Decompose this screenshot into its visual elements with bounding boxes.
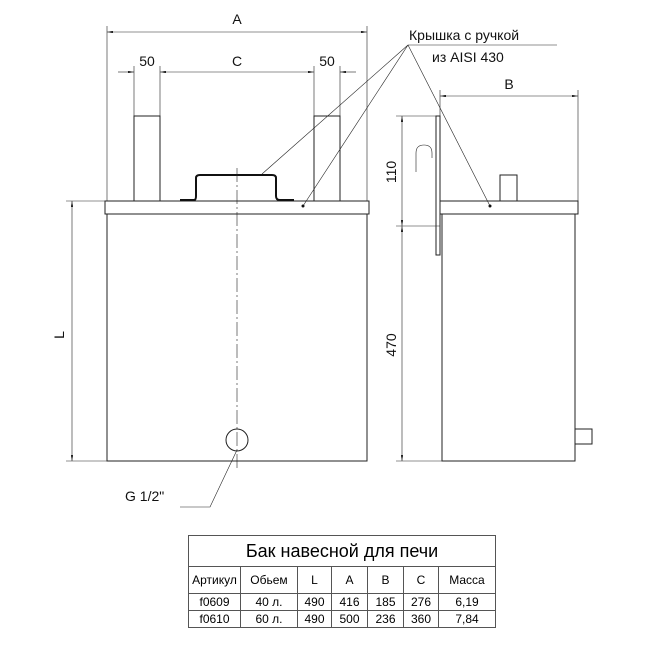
cell: 6,19: [438, 593, 496, 611]
header-cell: C: [403, 566, 439, 594]
dim-L-label: L: [51, 331, 67, 339]
table-title: Бак навесной для печи: [188, 535, 496, 567]
header-cell: B: [367, 566, 404, 594]
table-row: f0609 40 л. 490 416 185 276 6,19: [188, 593, 496, 611]
cell: f0610: [188, 610, 241, 628]
side-lid: [439, 200, 579, 215]
side-lid-handle: [499, 174, 518, 202]
header-cell: A: [331, 566, 368, 594]
left-post: [133, 115, 161, 202]
right-post: [313, 115, 341, 202]
drain-fitting: [225, 428, 249, 452]
side-fitting: [574, 428, 593, 445]
cell: 276: [403, 593, 439, 611]
cell: 60 л.: [240, 610, 298, 628]
lid-handle: [180, 174, 294, 201]
cell: 40 л.: [240, 593, 298, 611]
spec-table: Бак навесной для печи Артикул Обьем L A …: [188, 535, 496, 628]
header-cell: Масса: [438, 566, 496, 594]
cell: 490: [297, 610, 332, 628]
header-cell: Артикул: [188, 566, 241, 594]
cell: 7,84: [438, 610, 496, 628]
cell: 360: [403, 610, 439, 628]
dim-B-label: B: [504, 76, 513, 92]
table-row: f0610 60 л. 490 500 236 360 7,84: [188, 610, 496, 628]
dim-A-label: A: [232, 11, 242, 27]
callout-line1: Крышка с ручкой: [409, 27, 519, 43]
cell: 185: [367, 593, 404, 611]
cell: 500: [331, 610, 368, 628]
callout-line2: из AISI 430: [432, 49, 504, 65]
dim-50-left: 50: [139, 53, 155, 69]
table-header: Артикул Обьем L A B C Масса: [188, 566, 496, 594]
cell: 416: [331, 593, 368, 611]
side-body: [441, 213, 576, 462]
pipe-leader: [180, 449, 238, 508]
dim-110-label: 110: [383, 161, 399, 184]
pipe-label: G 1/2": [125, 488, 164, 504]
side-view: B 110 470: [383, 76, 593, 462]
hook: [415, 144, 433, 172]
dim-50-right: 50: [319, 53, 335, 69]
dim-470-label: 470: [383, 333, 399, 357]
cell: 236: [367, 610, 404, 628]
mount-bracket: [435, 115, 441, 256]
cell: 490: [297, 593, 332, 611]
cell: f0609: [188, 593, 241, 611]
dim-C-label: C: [232, 53, 242, 69]
front-view: A 50 C 50 L G 1/2": [51, 11, 370, 508]
header-cell: Обьем: [240, 566, 298, 594]
lid-callout: Крышка с ручкой из AISI 430: [261, 27, 557, 208]
header-cell: L: [297, 566, 332, 594]
